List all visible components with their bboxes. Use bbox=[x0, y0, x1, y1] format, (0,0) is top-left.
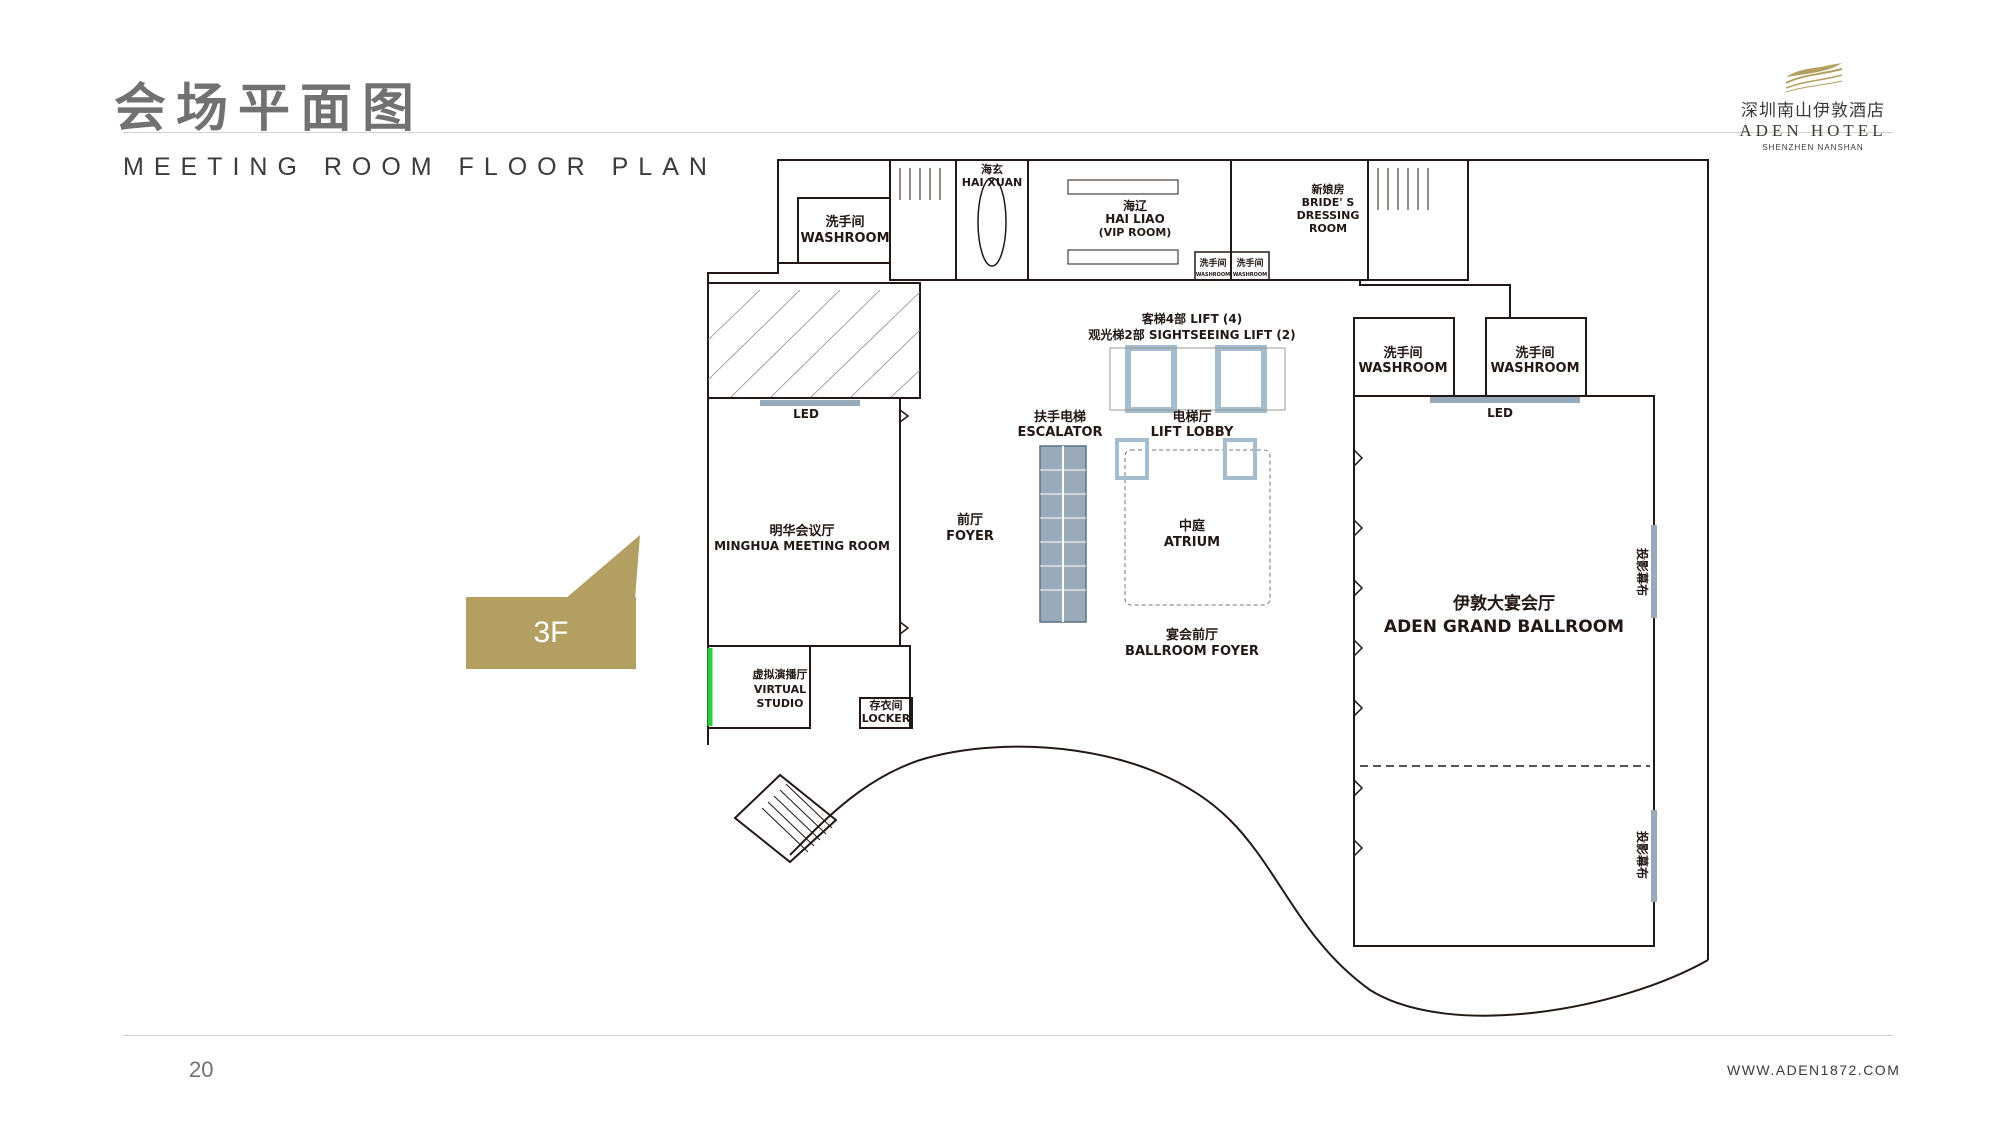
lift-right bbox=[1215, 345, 1267, 413]
label-ballroom-cn: 伊敦大宴会厅 bbox=[1452, 593, 1555, 614]
label-minghua-en: MINGHUA MEETING ROOM bbox=[714, 539, 890, 553]
label-virtual-cn: 虚拟演播厅 bbox=[753, 667, 808, 681]
hotel-name-en: ADEN HOTEL bbox=[1739, 121, 1887, 140]
label-minghua-cn: 明华会议厅 bbox=[769, 523, 834, 539]
label-ballroom-en: ADEN GRAND BALLROOM bbox=[1384, 617, 1624, 637]
stair-lower-left bbox=[733, 773, 838, 864]
label-foyer-cn: 前厅 bbox=[957, 512, 983, 528]
label-small-washroom-2: 洗手间 bbox=[1236, 257, 1263, 269]
label-small-washroom-2-en: WASHROOM bbox=[1233, 272, 1267, 278]
minghua-room bbox=[707, 397, 901, 647]
locker-room bbox=[859, 697, 913, 729]
atrium-area bbox=[1124, 449, 1271, 606]
label-escalator-cn: 扶手电梯 bbox=[1034, 409, 1086, 425]
label-virtual-en2: STUDIO bbox=[757, 697, 804, 710]
lift-left bbox=[1125, 345, 1177, 413]
header-divider bbox=[123, 132, 1893, 133]
label-hai-xuan-en: HAI XUAN bbox=[962, 176, 1022, 189]
label-led-west: LED bbox=[793, 407, 819, 421]
label-washroom-e1-cn: 洗手间 bbox=[1383, 345, 1422, 361]
label-bride-cn: 新娘房 bbox=[1312, 182, 1345, 196]
page-title: 会场平面图 bbox=[114, 79, 425, 139]
hotel-name-cn: 深圳南山伊敦酒店 bbox=[1741, 101, 1885, 121]
label-lifts-line2: 观光梯2部 SIGHTSEEING LIFT (2) bbox=[1088, 327, 1295, 342]
hotel-location: SHENZHEN NANSHAN bbox=[1762, 143, 1864, 152]
label-locker-cn: 存衣间 bbox=[870, 698, 903, 712]
label-washroom-nw-cn: 洗手间 bbox=[825, 214, 864, 230]
label-bride-en3: ROOM bbox=[1309, 222, 1347, 235]
building-outline bbox=[707, 159, 1709, 1017]
label-projection-2: 投影幕布 bbox=[1635, 831, 1650, 879]
floor-badge: 3F bbox=[466, 597, 636, 669]
label-ballroom-foyer-cn: 宴会前厅 bbox=[1166, 627, 1218, 643]
label-bride-en1: BRIDE' S bbox=[1302, 196, 1355, 209]
label-bride-en2: DRESSING bbox=[1297, 209, 1360, 222]
page-subtitle: MEETING ROOM FLOOR PLAN bbox=[123, 153, 717, 181]
website-link[interactable]: WWW.ADEN1872.COM bbox=[1727, 1062, 1901, 1078]
label-foyer-en: FOYER bbox=[946, 529, 994, 544]
label-atrium-cn: 中庭 bbox=[1179, 518, 1206, 534]
escalator-graphic bbox=[1039, 445, 1087, 623]
label-lifts-line1: 客梯4部 LIFT (4) bbox=[1141, 311, 1243, 326]
label-lift-lobby-en: LIFT LOBBY bbox=[1151, 425, 1234, 440]
page-number: 20 bbox=[189, 1057, 214, 1082]
wave-lines-logo-icon bbox=[1785, 63, 1843, 93]
label-hai-xuan-cn: 海玄 bbox=[981, 162, 1003, 176]
label-washroom-e2-cn: 洗手间 bbox=[1515, 345, 1554, 361]
label-small-washroom-1: 洗手间 bbox=[1199, 257, 1226, 269]
stair-top-right bbox=[1367, 159, 1469, 281]
label-washroom-e2-en: WASHROOM bbox=[1490, 361, 1579, 376]
hatched-block bbox=[707, 282, 921, 399]
footer-divider bbox=[123, 1035, 1893, 1036]
label-hai-liao-sub: (VIP ROOM) bbox=[1099, 226, 1172, 239]
label-virtual-en1: VIRTUAL bbox=[754, 683, 806, 696]
label-locker-en: LOCKER bbox=[862, 712, 911, 725]
ballroom-room bbox=[1353, 395, 1655, 947]
label-lift-lobby-cn: 电梯厅 bbox=[1172, 409, 1211, 425]
label-hai-liao-cn: 海辽 bbox=[1123, 198, 1148, 213]
label-washroom-nw-en: WASHROOM bbox=[800, 231, 889, 246]
label-projection-1: 投影幕布 bbox=[1635, 548, 1650, 596]
label-hai-liao-en: HAI LIAO bbox=[1105, 212, 1165, 226]
label-atrium-en: ATRIUM bbox=[1164, 535, 1220, 550]
label-washroom-e1-en: WASHROOM bbox=[1358, 361, 1447, 376]
label-ballroom-foyer-en: BALLROOM FOYER bbox=[1125, 644, 1259, 659]
label-escalator-en: ESCALATOR bbox=[1017, 425, 1102, 440]
label-led-east: LED bbox=[1487, 406, 1513, 420]
floor-badge-pointer bbox=[565, 535, 640, 599]
label-small-washroom-1-en: WASHROOM bbox=[1196, 272, 1230, 278]
